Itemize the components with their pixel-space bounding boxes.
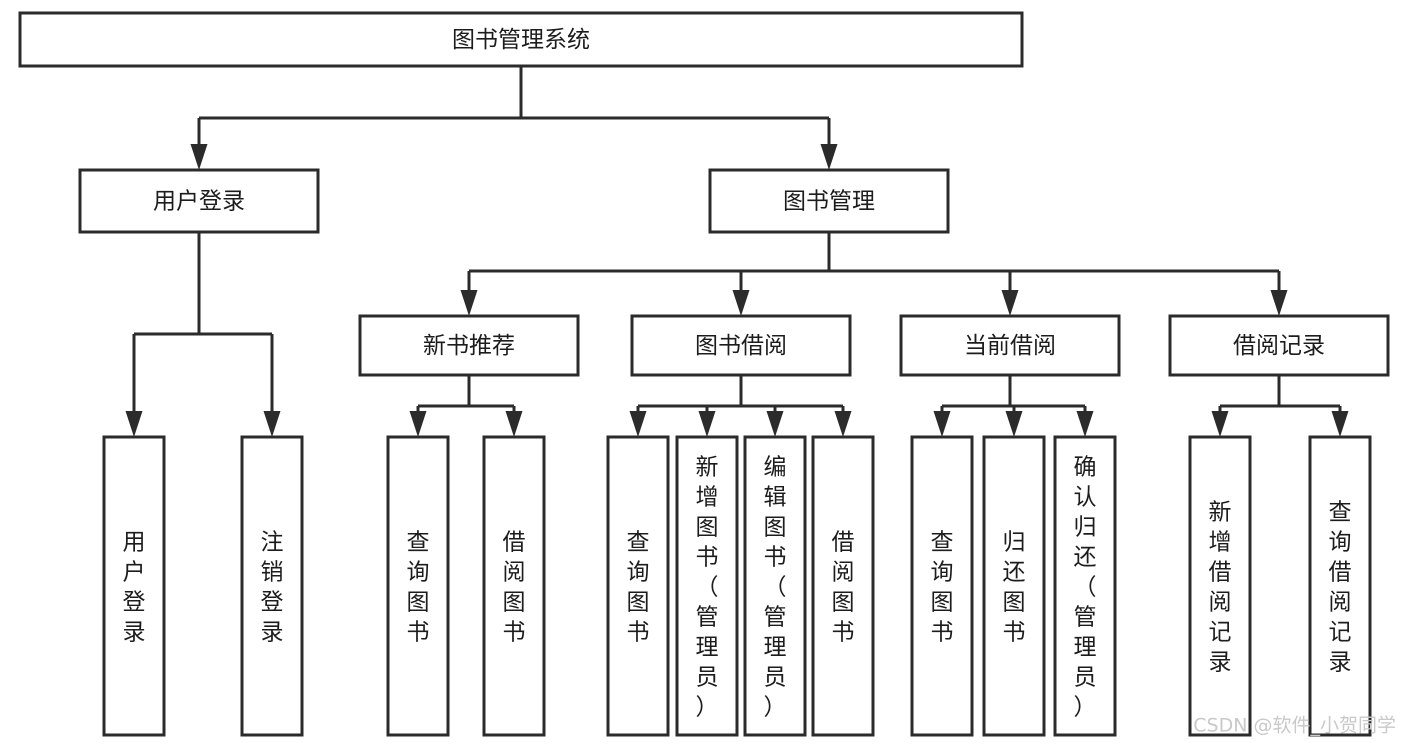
node-new-book-recommend[interactable]: 新书推荐: [358, 314, 580, 377]
arrow-head-icon: [460, 290, 478, 316]
node-borrow-record[interactable]: 借阅记录: [1168, 314, 1390, 377]
node-leaf-query-book-1[interactable]: 查询图书: [386, 435, 450, 737]
arrow-head-icon: [409, 411, 427, 437]
connector-layer: [125, 66, 1349, 437]
node-box[interactable]: [240, 435, 304, 737]
connector-new-book-recommend: [409, 375, 523, 437]
node-box[interactable]: [675, 435, 739, 737]
node-box[interactable]: [1188, 435, 1252, 737]
arrow-head-icon: [834, 411, 852, 437]
arrow-head-icon: [698, 411, 716, 437]
arrow-head-icon: [190, 144, 208, 170]
arrow-head-icon: [933, 411, 951, 437]
node-box[interactable]: [743, 435, 807, 737]
connector-current-borrow: [933, 375, 1094, 437]
arrow-head-icon: [1211, 411, 1229, 437]
node-box[interactable]: [708, 168, 950, 234]
node-leaf-add-book[interactable]: 新增图书（管理员）: [675, 435, 739, 737]
node-box[interactable]: [811, 435, 875, 737]
node-user-login[interactable]: 用户登录: [78, 168, 320, 234]
node-label: 用户登录: [123, 529, 146, 645]
arrow-head-icon: [820, 144, 838, 170]
arrow-head-icon: [263, 411, 281, 437]
node-label: 新增借阅记录: [1209, 499, 1232, 675]
arrow-head-icon: [1076, 411, 1094, 437]
node-box[interactable]: [358, 314, 580, 377]
node-label: 图书管理: [783, 189, 875, 215]
node-label: 新书推荐: [423, 333, 515, 359]
node-box[interactable]: [18, 11, 1024, 68]
node-leaf-user-login[interactable]: 用户登录: [102, 435, 166, 737]
csdn-watermark: CSDN @软件_小贺同学: [1193, 715, 1396, 737]
node-box[interactable]: [630, 314, 852, 377]
node-label: 查询图书: [931, 529, 954, 645]
node-label: 当前借阅: [964, 333, 1056, 359]
node-book-manage[interactable]: 图书管理: [708, 168, 950, 234]
node-label: 编辑图书（管理员）: [764, 454, 787, 720]
node-label: 查询图书: [407, 529, 430, 645]
connector-user-login: [125, 232, 281, 437]
node-label: 借阅记录: [1233, 333, 1325, 359]
arrow-head-icon: [629, 411, 647, 437]
node-label: 借阅图书: [503, 529, 526, 645]
node-leaf-query-record[interactable]: 查询借阅记录: [1308, 435, 1372, 737]
node-box[interactable]: [482, 435, 546, 737]
node-box[interactable]: [899, 314, 1121, 377]
node-box[interactable]: [1168, 314, 1390, 377]
arrow-head-icon: [1331, 411, 1349, 437]
node-leaf-edit-book[interactable]: 编辑图书（管理员）: [743, 435, 807, 737]
node-box[interactable]: [78, 168, 320, 234]
node-box[interactable]: [1308, 435, 1372, 737]
node-box[interactable]: [102, 435, 166, 737]
node-leaf-user-logout[interactable]: 注销登录: [240, 435, 304, 737]
node-book-borrow[interactable]: 图书借阅: [630, 314, 852, 377]
node-leaf-query-book-3[interactable]: 查询图书: [910, 435, 974, 737]
node-label: 查询图书: [627, 529, 650, 645]
arrow-head-icon: [1001, 290, 1019, 316]
arrow-head-icon: [125, 411, 143, 437]
node-label: 归还图书: [1003, 529, 1026, 645]
arrow-head-icon: [505, 411, 523, 437]
node-label: 查询借阅记录: [1329, 499, 1352, 675]
arrow-head-icon: [766, 411, 784, 437]
node-box[interactable]: [982, 435, 1046, 737]
arrow-head-icon: [732, 290, 750, 316]
node-label: 注销登录: [261, 529, 284, 645]
node-leaf-return-book[interactable]: 归还图书: [982, 435, 1046, 737]
node-box[interactable]: [606, 435, 670, 737]
connector-book-manage: [460, 232, 1288, 316]
connector-root: [190, 66, 838, 170]
arrow-head-icon: [1270, 290, 1288, 316]
node-box[interactable]: [1053, 435, 1117, 737]
node-label: 图书管理系统: [452, 27, 590, 53]
node-label: 图书借阅: [695, 333, 787, 359]
node-leaf-borrow-book-1[interactable]: 借阅图书: [482, 435, 546, 737]
node-leaf-add-record[interactable]: 新增借阅记录: [1188, 435, 1252, 737]
node-box[interactable]: [386, 435, 450, 737]
node-layer: 图书管理系统用户登录图书管理新书推荐图书借阅当前借阅借阅记录用户登录注销登录查询…: [18, 11, 1390, 737]
node-leaf-query-book-2[interactable]: 查询图书: [606, 435, 670, 737]
node-leaf-borrow-book-2[interactable]: 借阅图书: [811, 435, 875, 737]
connector-borrow-record: [1211, 375, 1349, 437]
node-label: 新增图书（管理员）: [696, 454, 719, 720]
arrow-head-icon: [1005, 411, 1023, 437]
node-label: 借阅图书: [832, 529, 855, 645]
node-label: 确认归还（管理员）: [1074, 454, 1097, 720]
node-root[interactable]: 图书管理系统: [18, 11, 1024, 68]
node-current-borrow[interactable]: 当前借阅: [899, 314, 1121, 377]
connector-book-borrow: [629, 375, 852, 437]
node-box[interactable]: [910, 435, 974, 737]
node-label: 用户登录: [153, 189, 245, 215]
node-leaf-confirm-return[interactable]: 确认归还（管理员）: [1053, 435, 1117, 737]
